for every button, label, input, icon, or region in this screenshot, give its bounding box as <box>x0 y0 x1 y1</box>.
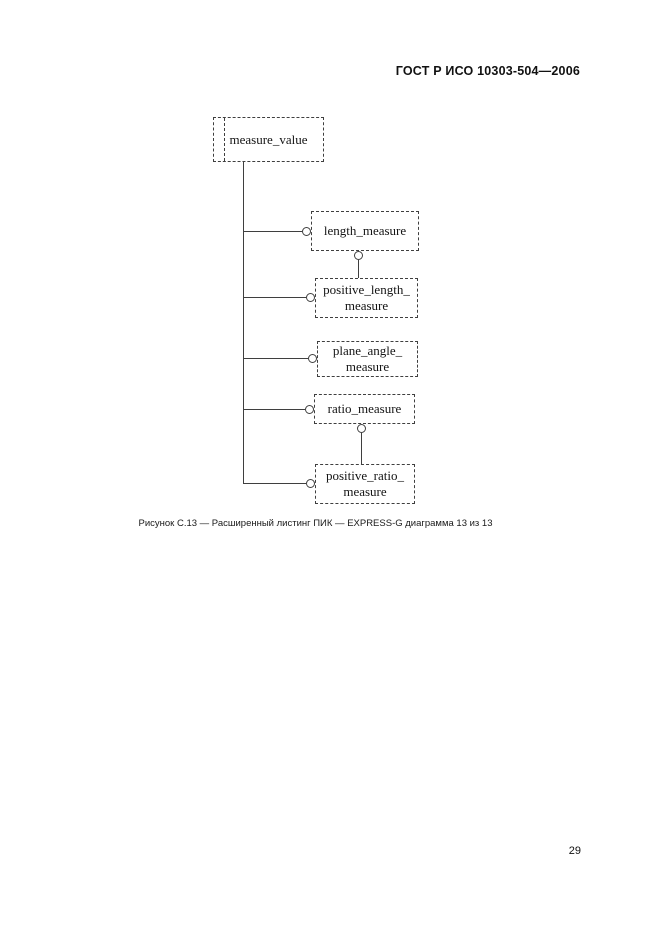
node-label: length_measure <box>323 223 407 238</box>
node-label: ratio_measure <box>327 401 402 416</box>
connector-branch-positive-ratio <box>243 483 306 484</box>
connector-branch-ratio <box>243 409 305 410</box>
open-circle-terminal <box>305 405 314 414</box>
select-type-bar <box>224 118 225 161</box>
connector-branch-plane-angle <box>243 358 308 359</box>
connector-trunk <box>243 162 244 484</box>
node-label: positive_length_ measure <box>323 282 410 313</box>
node-label: plane_angle_ measure <box>332 343 403 374</box>
node-length-measure: length_measure <box>311 211 419 251</box>
node-positive-ratio-measure: positive_ratio_ measure <box>315 464 415 504</box>
figure-caption: Рисунок С.13 — Расширенный листинг ПИК —… <box>138 518 493 529</box>
open-circle-terminal <box>308 354 317 363</box>
node-ratio-measure: ratio_measure <box>314 394 415 424</box>
connector-ratio-to-positive-ratio <box>361 433 362 464</box>
node-measure-value: measure_value <box>213 117 324 162</box>
node-plane-angle-measure: plane_angle_ measure <box>317 341 418 377</box>
connector-branch-positive-length <box>243 297 306 298</box>
page-number: 29 <box>568 845 581 857</box>
connector-length-to-positive-length <box>358 260 359 278</box>
open-circle-terminal <box>354 251 363 260</box>
open-circle-terminal <box>306 479 315 488</box>
open-circle-terminal <box>306 293 315 302</box>
node-label: measure_value <box>229 131 308 147</box>
node-positive-length-measure: positive_length_ measure <box>315 278 418 318</box>
connector-branch-length <box>243 231 302 232</box>
node-label: positive_ratio_ measure <box>326 468 404 499</box>
open-circle-terminal <box>357 424 366 433</box>
page-header: ГОСТ Р ИСО 10303-504—2006 <box>395 64 580 78</box>
open-circle-terminal <box>302 227 311 236</box>
